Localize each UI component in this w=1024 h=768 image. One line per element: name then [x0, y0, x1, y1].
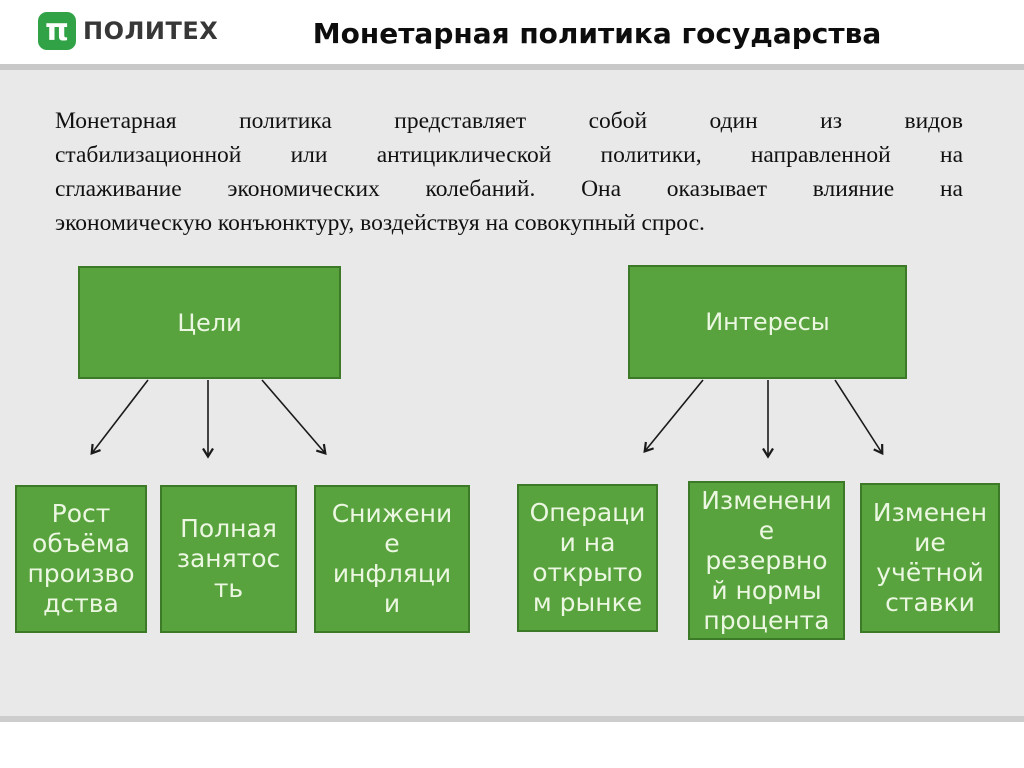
arrow-goals-right: [261, 379, 327, 455]
interest-discount-rate-box: Изменен ие учётной ставки: [860, 483, 1000, 633]
footer: [0, 722, 1024, 768]
arrow-goals-left: [90, 379, 149, 456]
intro-line: Монетарная политика представляет собой о…: [55, 108, 963, 134]
intro-line: стабилизационной или антициклической пол…: [55, 142, 963, 168]
interest-reserve-ratio-box: Изменени е резервно й нормы процента: [688, 481, 845, 640]
footer-divider: [0, 716, 1024, 722]
intro-paragraph: Монетарная политика представляет собой о…: [55, 104, 963, 240]
slide-title: Монетарная политика государства: [312, 17, 882, 50]
goal-full-employment-box: Полная занятос ть: [160, 485, 297, 633]
pi-logo-icon: π: [38, 12, 76, 50]
logo-text: ПОЛИТЕХ: [83, 17, 219, 45]
header-divider: [0, 64, 1024, 70]
goals-box: Цели: [78, 266, 341, 379]
header: π ПОЛИТЕХ Монетарная политика государств…: [0, 0, 1024, 64]
politech-logo: π ПОЛИТЕХ: [38, 12, 218, 50]
intro-line: экономическую конъюнктуру, воздействуя н…: [55, 210, 705, 236]
intro-line: сглаживание экономических колебаний. Она…: [55, 176, 963, 202]
arrow-interests-right: [834, 379, 884, 456]
slide-content: Монетарная политика представляет собой о…: [0, 70, 1024, 716]
interests-box: Интересы: [628, 265, 907, 379]
arrow-interests-left: [643, 379, 704, 453]
goal-output-growth-box: Рост объёма произво дства: [15, 485, 147, 633]
goal-inflation-reduction-box: Снижени е инфляци и: [314, 485, 470, 633]
interest-open-market-box: Операци и на открыто м рынке: [517, 484, 658, 632]
